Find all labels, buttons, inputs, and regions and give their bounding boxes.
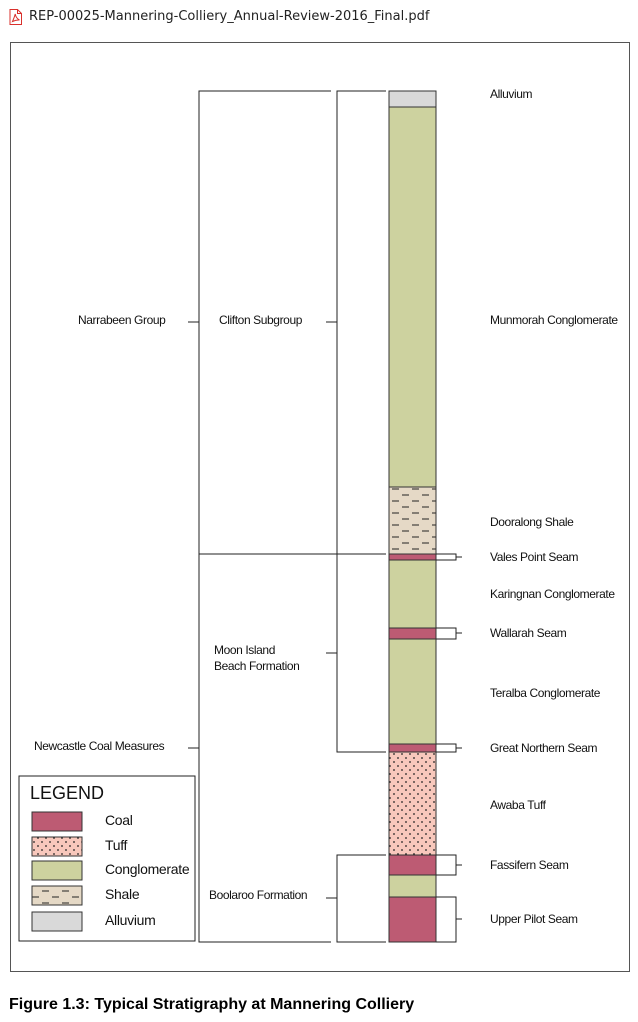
unit-label-dooralong: Dooralong Shale <box>490 515 574 529</box>
unit-label-awaba: Awaba Tuff <box>490 798 547 812</box>
subgroup-label-boolaroo: Boolaroo Formation <box>209 888 307 902</box>
figure-frame <box>10 42 630 972</box>
legend-swatch-tuff <box>31 836 83 857</box>
legend: LEGEND Coal Tuff Conglomerate Shale Allu… <box>18 775 196 942</box>
legend-label-tuff: Tuff <box>105 837 128 853</box>
legend-label-shale: Shale <box>105 886 140 902</box>
layer-karingnan-conglomerate <box>388 559 437 629</box>
legend-swatch-shale <box>31 885 83 906</box>
group-label-newcastle: Newcastle Coal Measures <box>34 739 165 753</box>
unit-label-upper-pilot: Upper Pilot Seam <box>490 912 578 926</box>
unit-label-great-northern: Great Northern Seam <box>490 741 598 755</box>
unit-label-karingnan: Karingnan Conglomerate <box>490 587 615 601</box>
legend-swatch-alluvium <box>31 911 83 932</box>
unit-label-vales-point: Vales Point Seam <box>490 550 578 564</box>
legend-swatch-coal <box>31 811 83 832</box>
figure-caption: Figure 1.3: Typical Stratigraphy at Mann… <box>9 996 415 1013</box>
legend-label-coal: Coal <box>105 812 133 828</box>
unit-label-teralba: Teralba Conglomerate <box>490 686 601 700</box>
legend-swatch-conglomerate <box>31 860 83 881</box>
layer-wallarah-seam <box>388 627 437 640</box>
document-filename: REP-00025-Mannering-Colliery_Annual-Revi… <box>29 9 430 24</box>
subgroup-label-moon-island-2: Beach Formation <box>214 659 299 673</box>
stratigraphic-column <box>388 90 437 943</box>
layer-dooralong-shale <box>388 486 437 555</box>
unit-label-fassifern: Fassifern Seam <box>490 858 569 872</box>
layer-teralba-conglomerate <box>388 638 437 745</box>
group-label-narrabeen: Narrabeen Group <box>78 313 166 327</box>
bracket-lines <box>188 90 462 943</box>
unit-label-wallarah: Wallarah Seam <box>490 626 567 640</box>
unit-label-alluvium: Alluvium <box>490 87 533 101</box>
layer-conglomerate-lower <box>388 874 437 898</box>
unit-label-munmorah: Munmorah Conglomerate <box>490 313 618 327</box>
layer-awaba-tuff <box>388 751 437 856</box>
pdf-file-icon <box>9 9 22 25</box>
layer-fassifern-seam <box>388 854 437 876</box>
legend-label-alluvium: Alluvium <box>105 912 156 928</box>
layer-great-northern-seam <box>388 743 437 753</box>
legend-title: LEGEND <box>30 783 104 803</box>
legend-label-conglomerate: Conglomerate <box>105 861 190 877</box>
subgroup-label-clifton: Clifton Subgroup <box>219 313 303 327</box>
stratigraphy-diagram: Narrabeen Group Newcastle Coal Measures … <box>18 87 619 943</box>
document-title-bar: REP-00025-Mannering-Colliery_Annual-Revi… <box>0 0 638 34</box>
layer-alluvium <box>388 90 437 108</box>
layer-munmorah-conglomerate <box>388 106 437 488</box>
layer-upper-pilot-seam <box>388 896 437 943</box>
subgroup-label-moon-island-1: Moon Island <box>214 643 275 657</box>
layer-vales-point-seam <box>388 553 437 561</box>
